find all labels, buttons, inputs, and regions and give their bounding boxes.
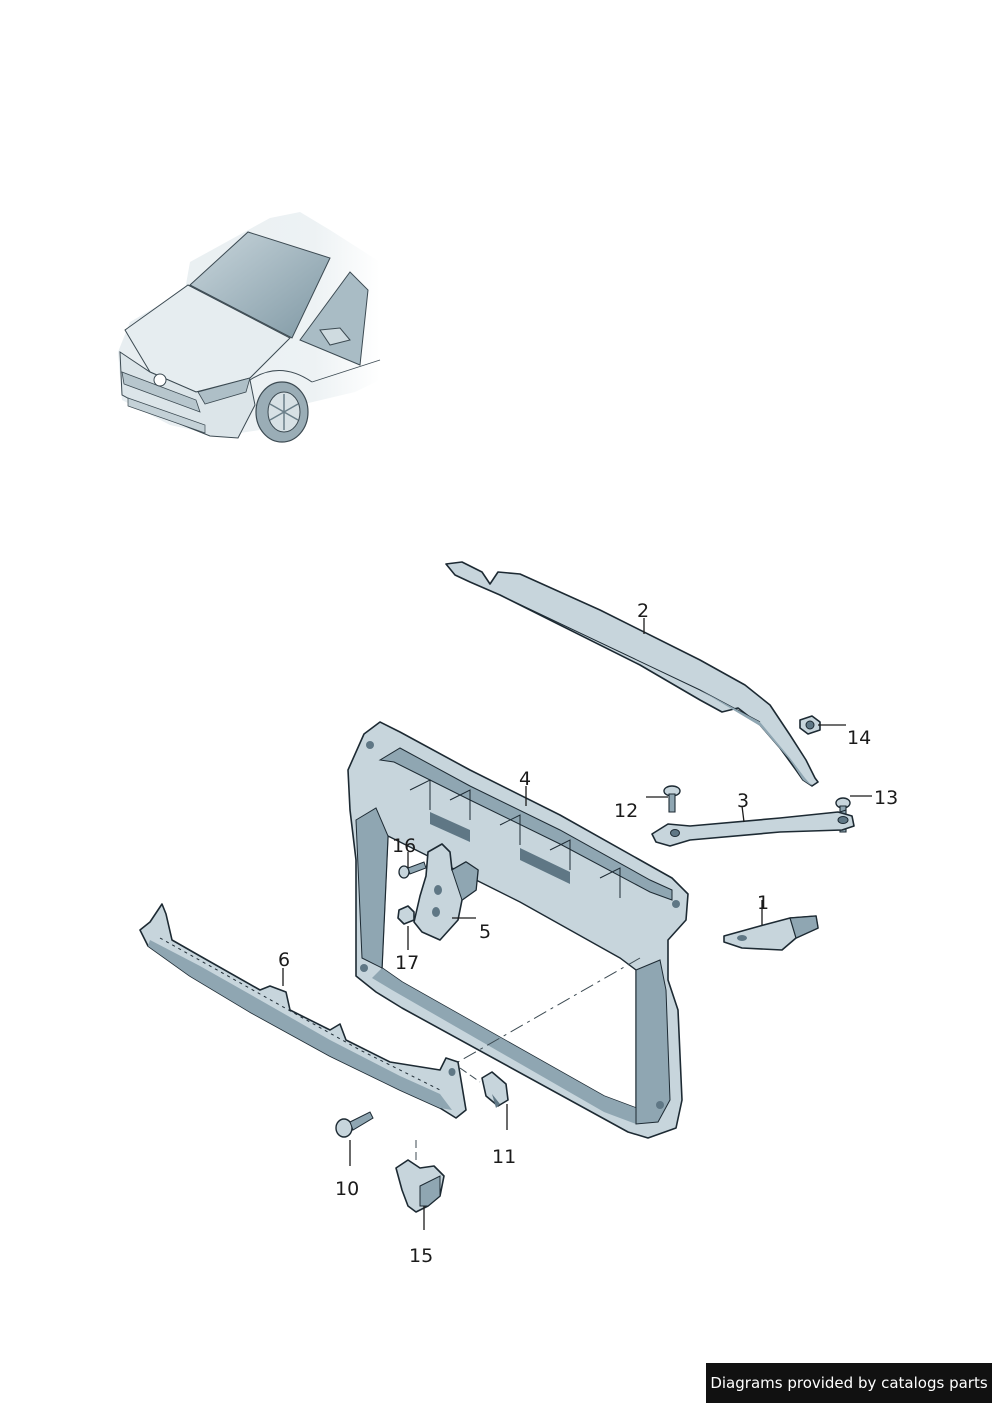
part-10-bolt (335, 1111, 374, 1138)
part-16-clip-nut (397, 905, 415, 925)
part-12-screw (663, 785, 681, 813)
part-11-small-bracket (481, 1071, 509, 1108)
callout-10: 10 (335, 1178, 359, 1200)
credit-banner: Diagrams provided by catalogs parts (706, 1363, 992, 1403)
callout-1: 1 (757, 892, 769, 914)
part-3-brace (651, 811, 855, 847)
callout-5: 5 (479, 921, 491, 943)
callout-12: 12 (614, 800, 638, 822)
callout-14: 14 (847, 727, 871, 749)
part-14-nut (799, 715, 821, 735)
part-1-bracket (723, 915, 819, 951)
part-5-side-bracket (413, 843, 479, 941)
callout-4: 4 (519, 768, 531, 790)
leader-lines (282, 618, 872, 1230)
part-6-bumper-support (139, 903, 467, 1119)
callout-6: 6 (278, 949, 290, 971)
callout-15: 16 (392, 835, 416, 857)
vehicle-locator-illustration (118, 212, 381, 443)
part-17-guide-bracket (395, 1140, 445, 1213)
credit-text: Diagrams provided by catalogs parts (710, 1374, 988, 1392)
callout-13: 13 (874, 787, 898, 809)
part-2-upper-cross-member (445, 561, 819, 787)
callout-2: 2 (637, 600, 649, 622)
callout-11: 11 (492, 1146, 516, 1168)
callout-labels: 2 14 13 12 3 4 1 16 5 17 6 10 11 15 (278, 600, 898, 1267)
callout-3: 3 (737, 790, 749, 812)
callout-17: 15 (409, 1245, 433, 1267)
callout-16: 17 (395, 952, 419, 974)
